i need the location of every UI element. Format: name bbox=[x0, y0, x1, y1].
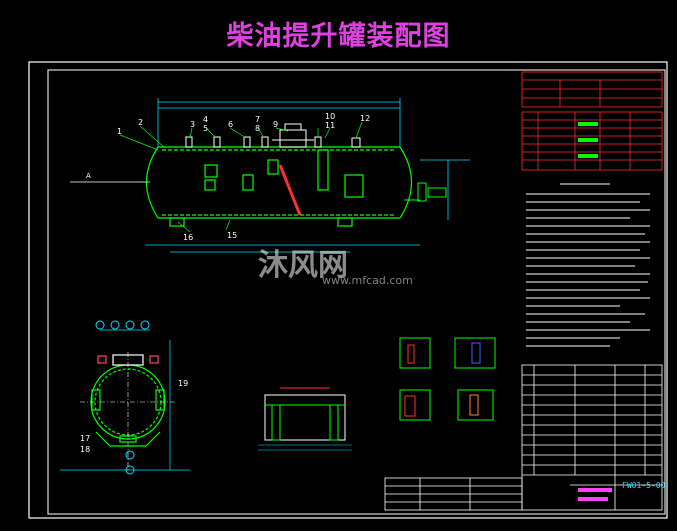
balloon: 1 bbox=[117, 127, 122, 136]
view-label: A bbox=[86, 172, 91, 180]
nozzle-table bbox=[521, 71, 663, 171]
balloon: 15 bbox=[227, 231, 237, 240]
manway bbox=[272, 123, 314, 148]
balloon: 18 bbox=[80, 445, 90, 454]
balloon: 5 bbox=[203, 124, 208, 133]
balloon: 16 bbox=[183, 233, 193, 242]
inner-frame bbox=[47, 69, 666, 515]
saddle-support-icon bbox=[169, 217, 185, 227]
balloon: 8 bbox=[255, 124, 260, 133]
balloon: 7 bbox=[255, 115, 260, 124]
outer-frame bbox=[28, 61, 668, 519]
sheet-number: FW01-5-00 bbox=[622, 481, 666, 490]
balloon-labels: 1 2 3 4 5 6 7 8 9 10 11 12 15 16 17 18 1… bbox=[80, 112, 370, 454]
page-title: 柴油提升罐装配图 bbox=[226, 21, 451, 52]
balloon: 4 bbox=[203, 115, 208, 124]
vessel-end-view bbox=[80, 352, 176, 470]
balloon: 10 bbox=[325, 112, 335, 121]
balloon: 2 bbox=[138, 118, 143, 127]
parts-list bbox=[384, 364, 663, 511]
balloon: 6 bbox=[228, 120, 233, 129]
balloon: 17 bbox=[80, 434, 90, 443]
vessel-front-view bbox=[146, 146, 412, 227]
nozzle-details bbox=[399, 337, 496, 421]
balloon: 3 bbox=[190, 120, 195, 129]
dimension-lines bbox=[70, 98, 470, 253]
watermark-logo: 沐风网 bbox=[258, 248, 348, 283]
balloon: 12 bbox=[360, 114, 370, 123]
tech-requirements bbox=[526, 183, 650, 347]
saddle-detail bbox=[264, 387, 346, 441]
balloon: 19 bbox=[178, 379, 188, 388]
balloon: 11 bbox=[325, 121, 335, 130]
nozzle-icon bbox=[185, 136, 361, 148]
balloon: 9 bbox=[273, 120, 278, 129]
watermark-url: www.mfcad.com bbox=[322, 274, 413, 287]
